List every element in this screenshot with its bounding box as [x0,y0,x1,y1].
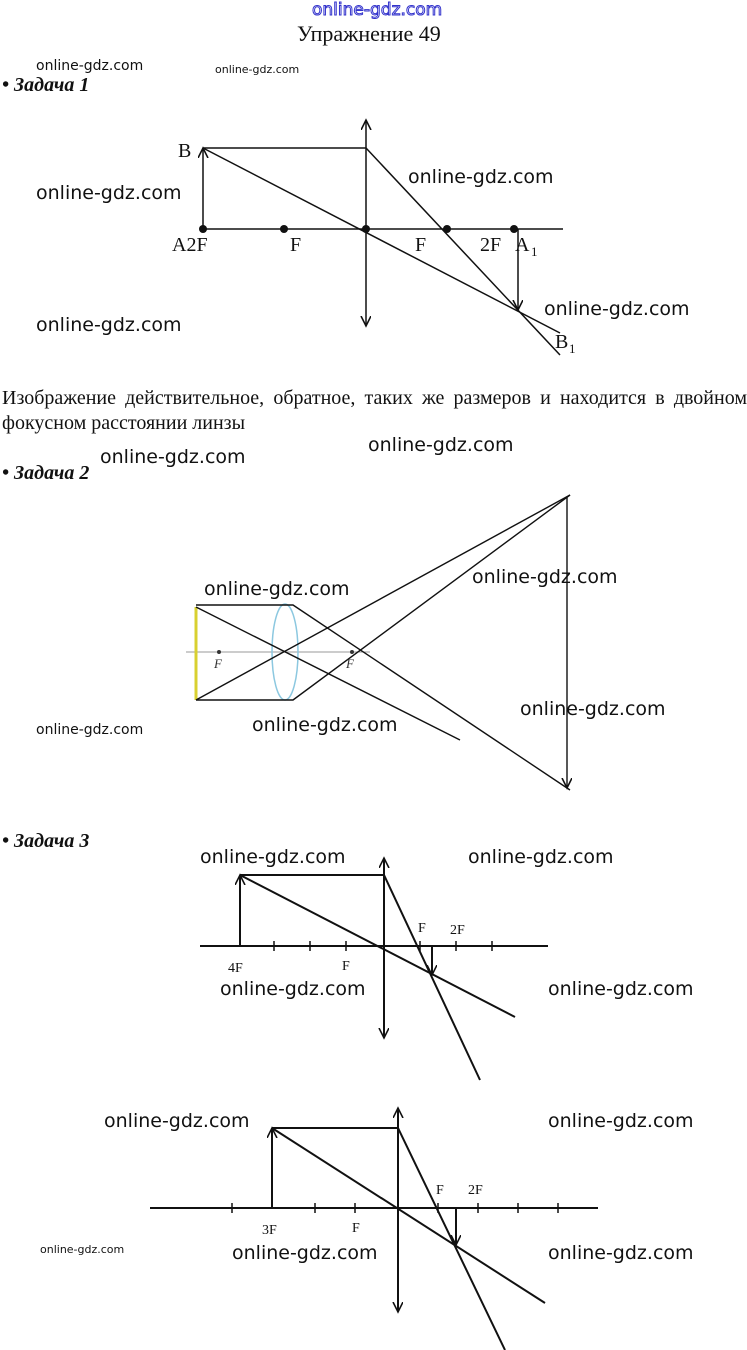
watermark: online-gdz.com [100,446,246,468]
answer-1-text: Изображение действительное, обратное, та… [2,387,747,434]
label-F: F [415,234,426,256]
watermark: online-gdz.com [408,166,554,188]
watermark: online-gdz.com [472,566,618,588]
watermark: online-gdz.com [36,182,182,204]
watermark: online-gdz.com [36,58,144,74]
watermark: online-gdz.com [200,846,346,868]
watermark: online-gdz.com [36,314,182,336]
task-3-heading: • Задача 3 [2,830,90,852]
watermark: online-gdz.com [36,722,144,738]
watermark: online-gdz.com [232,1242,378,1264]
label-F: F [342,959,350,974]
label-2F: 2F [480,234,501,256]
label-B1: B [555,331,568,353]
label-A2F: A2F [172,234,208,256]
watermark: online-gdz.com [468,846,614,868]
watermark: online-gdz.com [520,698,666,720]
watermark: online-gdz.com [220,978,366,1000]
label-F: F [345,656,355,671]
label-F: F [290,234,301,256]
label-A1: A [515,234,530,256]
watermark: online-gdz.com [204,578,350,600]
diagram-task-3b [150,1108,598,1350]
label-F: F [352,1221,360,1236]
label-F: F [213,656,223,671]
label-B1-sub: 1 [569,341,576,356]
watermark: online-gdz.com [548,1242,694,1264]
watermark: online-gdz.com [252,714,398,736]
task-2-heading: • Задача 2 [2,462,90,484]
diagram-task-1 [199,120,563,356]
watermark: online-gdz.com [548,978,694,1000]
diagram-task-2 [186,494,570,791]
watermark: online-gdz.com [104,1110,250,1132]
label-B: B [178,140,191,162]
label-A1-sub: 1 [531,244,538,259]
site-header: online-gdz.com [311,0,443,21]
label-F: F [436,1183,444,1198]
page-title: Упражнение 49 [297,21,441,46]
label-2F: 2F [450,923,465,938]
watermark: online-gdz.com [548,1110,694,1132]
watermark: online-gdz.com [215,63,300,76]
label-4F: 4F [228,961,243,976]
label-F: F [418,921,426,936]
task-1-heading: • Задача 1 [2,74,90,96]
watermark: online-gdz.com [40,1243,125,1256]
label-2F: 2F [468,1183,483,1198]
watermark: online-gdz.com [368,434,514,456]
label-3F: 3F [262,1223,277,1238]
watermark: online-gdz.com [544,298,690,320]
diagram-task-3a [200,858,548,1081]
